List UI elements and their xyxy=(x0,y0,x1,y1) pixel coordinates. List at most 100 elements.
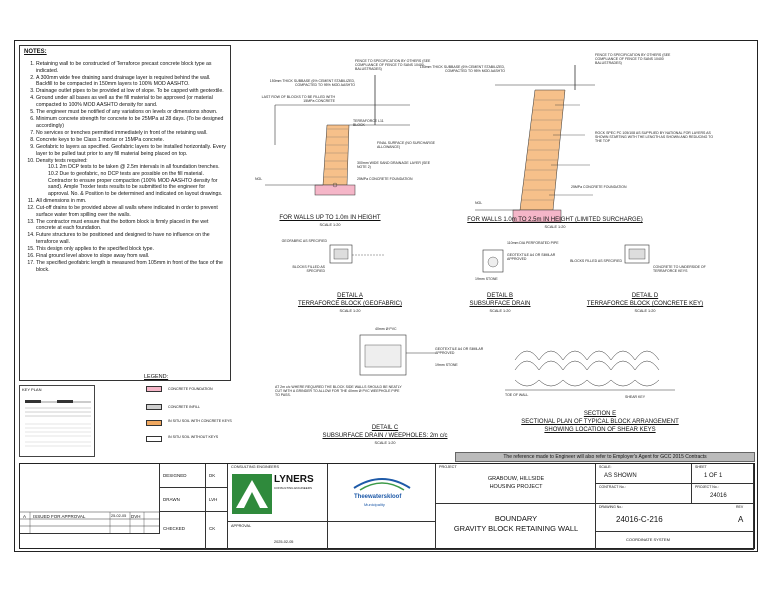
scale-detail-b: SCALE 1:20 xyxy=(489,309,511,313)
firm-subtitle: CONSULTING ENGINEERS xyxy=(274,486,312,490)
caption-section-e: SECTION E xyxy=(583,411,617,417)
note-sub: 10.2 Due to geofabric, no DCP tests are … xyxy=(48,171,223,197)
note-text: Density tests required: xyxy=(36,157,88,164)
notes-panel: NOTES: Retaining wall to be constructed … xyxy=(19,45,231,381)
drawing-no-label: DRAWING No.: xyxy=(599,505,624,509)
drawing-area: FOR WALLS UP TO 1.0m IN HEIGHT SCALE 1:2… xyxy=(235,45,753,445)
drawn-initials-cell: LVH xyxy=(206,488,228,512)
note-item: The specified geofabric length is measur… xyxy=(36,260,226,273)
caption-detail-d-sub: TERRAFORCE BLOCK (CONCRETE KEY) xyxy=(586,301,704,307)
note-sub: 10.1 2m DCP tests to be taken @ 2.5m int… xyxy=(48,164,220,171)
note-item: Future structures to be positioned and d… xyxy=(36,232,226,245)
consultant-cell: CONSULTING ENGINEERS LYNERS CONSULTING E… xyxy=(228,464,328,522)
scale-detail-a: SCALE 1:20 xyxy=(339,309,361,313)
label-drain-layer: 300mm WIDE SAND DRAINAGE LAYER (SEE NOTE… xyxy=(357,161,431,170)
consulting-label: CONSULTING ENGINEERS xyxy=(231,465,280,469)
checked-cell: CHECKED xyxy=(160,512,206,550)
detail-c-graphic xyxy=(359,334,435,376)
caption-wall-small: FOR WALLS UP TO 1.0m IN HEIGHT xyxy=(279,215,381,221)
caption-wall-large: FOR WALLS 1.0m TO 2.5m IN HEIGHT (LIMITE… xyxy=(467,217,643,223)
label-blocks-filled: BLOCKS FILLED AS SPECIFIED xyxy=(292,265,326,274)
key-plan: KEY PLAN xyxy=(19,385,95,457)
sheet-value: 1 OF 1 xyxy=(704,473,723,479)
revision-letter: A xyxy=(23,514,27,519)
scale-value: AS SHOWN xyxy=(604,473,637,479)
rev-label: REV xyxy=(736,505,744,509)
drawn-label: DRAWN xyxy=(163,497,180,502)
legend-label: CONCRETE INFILL xyxy=(168,405,200,409)
scale-wall-large: SCALE 1:20 xyxy=(544,225,566,229)
legend-swatch-soil xyxy=(146,436,162,442)
project-no: 24016 xyxy=(710,493,727,499)
detail-linework xyxy=(265,65,675,391)
caption-detail-a-sub: TERRAFORCE BLOCK (GEOFABRIC) xyxy=(297,301,402,307)
label-fence-2: FENCE TO SPECIFICATION BY OTHERS (SEE CO… xyxy=(595,53,671,66)
checked-label: CHECKED xyxy=(163,526,186,531)
label-geotextile-2: GEOTEXTILE A4 OR SIMILAR APPROVED xyxy=(435,347,484,356)
scale-detail-d: SCALE 1:20 xyxy=(634,309,656,313)
notes-list: Retaining wall to be constructed of Terr… xyxy=(24,61,226,273)
drawing-sheet: NOTES: Retaining wall to be constructed … xyxy=(14,40,758,552)
approval-date: 2025-02-05 xyxy=(274,540,294,544)
drawn-initials: LVH xyxy=(209,497,218,502)
client-blank-cell xyxy=(328,522,436,550)
label-blocks-filled-2: BLOCKS FILLED AS SPECIFIED xyxy=(570,259,622,263)
note-item: This design only applies to the specifie… xyxy=(36,246,226,253)
drawing-number: 24016-C-216 xyxy=(616,515,663,524)
client-logo-icon xyxy=(353,478,411,491)
notes-heading: NOTES: xyxy=(24,49,47,55)
detail-b-graphic xyxy=(482,249,504,273)
coordinate-cell: COORDINATE SYSTEM xyxy=(596,532,754,550)
drawing-title-line-1: BOUNDARY xyxy=(494,514,538,523)
label-pvc: 40mm Ø PVC xyxy=(375,327,397,331)
legend-swatch-infill xyxy=(146,404,162,410)
detail-a-graphic xyxy=(329,244,385,264)
scale-detail-c: SCALE 1:20 xyxy=(374,441,396,445)
label-geotextile: GEOTEXTILE A4 OR SIMILAR APPROVED xyxy=(507,253,556,262)
legend-label: IN SITU SOIL WITHOUT KEYS xyxy=(168,435,219,439)
title-block: A ISSUED FOR APPROVAL 25-02-05 DVH DESIG… xyxy=(19,463,755,550)
project-no-label: PROJECT No.: xyxy=(695,485,719,489)
label-foundation: 25MPa CONCRETE FOUNDATION xyxy=(357,177,413,181)
checked-initials: CK xyxy=(209,526,216,531)
caption-detail-c: DETAIL C xyxy=(371,425,399,431)
project-no-cell: PROJECT No.: 24016 xyxy=(692,484,754,504)
sheet-label: SHEET xyxy=(695,465,707,469)
checked-initials-cell: CK xyxy=(206,512,228,550)
key-plan-graphic xyxy=(25,400,91,447)
scale-cell: SCALE: AS SHOWN xyxy=(596,464,692,484)
reference-note: The reference made to Engineer will also… xyxy=(455,452,755,462)
label-ngl: NGL xyxy=(255,177,263,181)
note-item: Density tests required: 10.1 2m DCP test… xyxy=(36,158,226,198)
label-toe: TOE OF WALL xyxy=(505,393,529,397)
note-item: Minimum concrete strength for concrete t… xyxy=(36,116,226,129)
note-item: Retaining wall to be constructed of Terr… xyxy=(36,61,226,74)
revision-description: ISSUED FOR APPROVAL xyxy=(33,514,86,519)
caption-detail-d: DETAIL D xyxy=(631,293,659,299)
caption-detail-a: DETAIL A xyxy=(337,293,363,299)
client-name: Theewaterskloof xyxy=(354,494,402,500)
note-item: The contractor must ensure that the bott… xyxy=(36,219,226,232)
legend-label: CONCRETE FOUNDATION xyxy=(168,387,213,391)
revision-area: A ISSUED FOR APPROVAL 25-02-05 DVH xyxy=(20,464,160,534)
caption-section-e-sub2: SHOWING LOCATION OF SHEAR KEYS xyxy=(544,427,656,433)
designed-cell: DESIGNED xyxy=(160,464,206,488)
scale-wall-small: SCALE 1:20 xyxy=(319,223,341,227)
wall-section-small xyxy=(265,75,410,196)
client-cell: Theewaterskloof Municipality xyxy=(328,464,436,522)
wall-section-large xyxy=(475,65,595,223)
designed-initials-cell: DK xyxy=(206,464,228,488)
label-drain-pipe: 110mm DIA PERFORATED PIPE xyxy=(507,241,559,245)
contract-label: CONTRACT No.: xyxy=(599,485,626,489)
label-subbase: 150mm THICK SUBBASE (6% CEMENT STABILIZE… xyxy=(269,79,355,88)
drawing-title-cell: BOUNDARY GRAVITY BLOCK RETAINING WALL xyxy=(436,504,596,550)
coordinate-system: COORDINATE SYSTEM xyxy=(626,537,670,542)
project-line-2: HOUSING PROJECT xyxy=(489,484,543,490)
label-terraforce: TERRAFORCE L11 BLOCK xyxy=(353,119,384,128)
legend-swatch-soil-keys xyxy=(146,420,162,426)
label-foundation-2: 25MPa CONCRETE FOUNDATION xyxy=(571,185,627,189)
note-item: The engineer must be notified of any var… xyxy=(36,109,226,116)
caption-detail-c-sub: SUBSURFACE DRAIN / WEEPHOLES: 2m c/c xyxy=(322,433,448,439)
legend-label: IN SITU SOIL WITH CONCRETE KEYS xyxy=(168,419,232,423)
revision-date: 25-02-05 xyxy=(111,514,127,518)
